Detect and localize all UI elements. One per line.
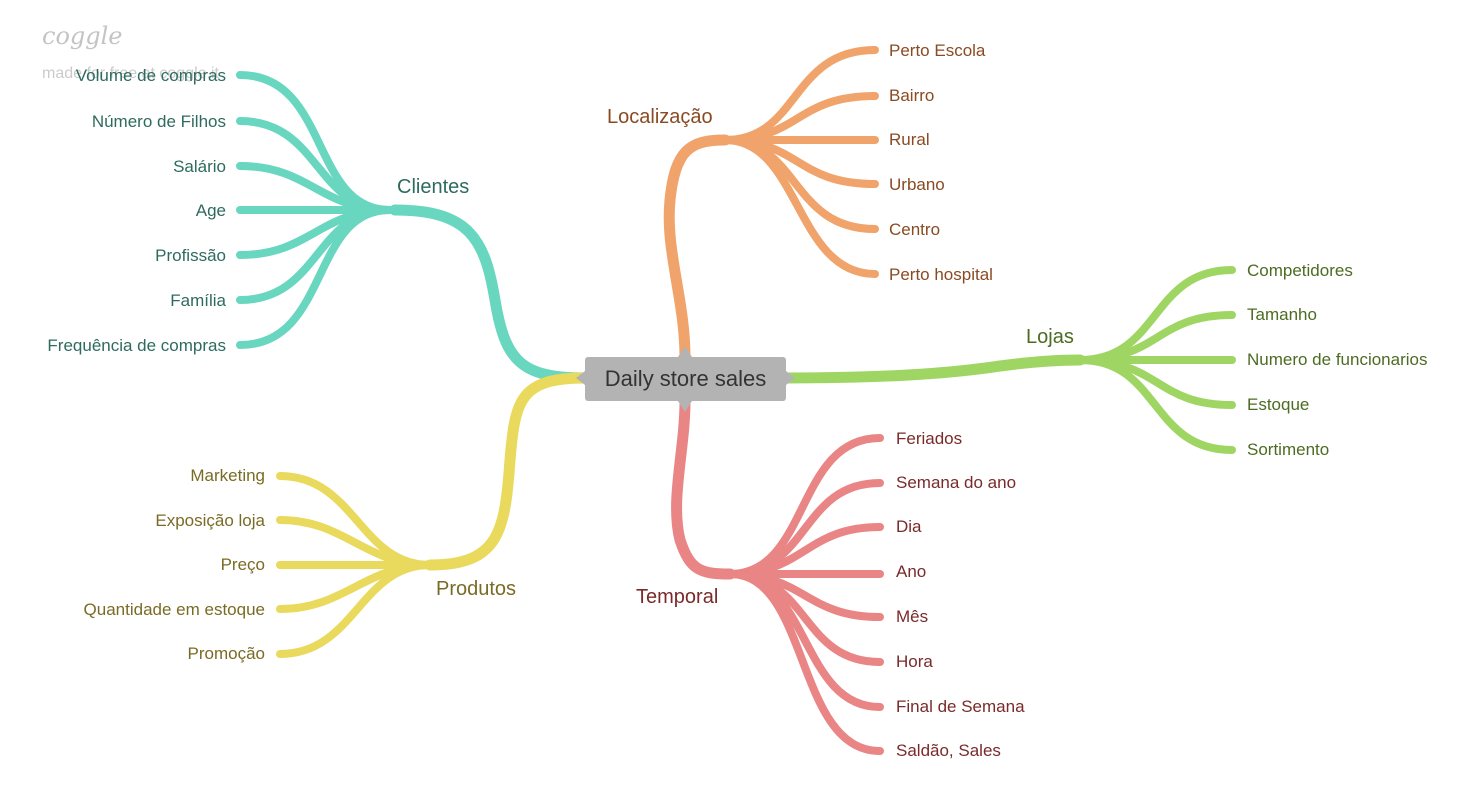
branch-localizacao[interactable]: Localização [607, 106, 713, 128]
leaf-hora[interactable]: Hora [896, 652, 933, 671]
leaf-sortimento[interactable]: Sortimento [1247, 440, 1330, 459]
localizacao-links [663, 46, 879, 363]
branch-produtos[interactable]: Produtos [436, 578, 517, 600]
leaf-frequencia-de-compras[interactable]: Frequência de compras [47, 336, 226, 355]
leaf-estoque[interactable]: Estoque [1247, 395, 1310, 414]
leaf-final-de-semana[interactable]: Final de Semana [896, 697, 1025, 716]
leaf-perto-escola[interactable]: Perto Escola [889, 41, 986, 60]
link-root-temporal [671, 395, 736, 580]
leaf-exposicao-loja[interactable]: Exposição loja [155, 511, 265, 530]
leaf-mes[interactable]: Mês [896, 607, 929, 626]
root-arrow-right [786, 371, 795, 385]
link-root-clientes [389, 204, 591, 384]
lojas-links [780, 266, 1236, 454]
leaf-salario[interactable]: Salário [173, 157, 226, 176]
link-produtos-promocao [276, 561, 434, 658]
leaf-tamanho[interactable]: Tamanho [1247, 305, 1317, 324]
link-root-produtos [424, 372, 591, 571]
leaf-feriados[interactable]: Feriados [896, 429, 963, 448]
leaf-familia[interactable]: Família [170, 291, 226, 310]
link-localizacao-perto-hospital [721, 136, 879, 278]
leaf-dia[interactable]: Dia [896, 517, 922, 536]
temporal-links [671, 395, 884, 755]
clientes-links [236, 71, 591, 384]
produtos-links [276, 372, 591, 658]
branch-temporal[interactable]: Temporal [636, 586, 719, 608]
leaf-competidores[interactable]: Competidores [1247, 261, 1353, 280]
leaf-age[interactable]: Age [195, 201, 226, 220]
leaf-preco[interactable]: Preço [220, 555, 265, 574]
leaf-numero-de-filhos[interactable]: Número de Filhos [91, 112, 226, 131]
leaf-semana-do-ano[interactable]: Semana do ano [896, 473, 1017, 492]
branch-clientes[interactable]: Clientes [397, 176, 470, 198]
leaf-marketing[interactable]: Marketing [190, 466, 265, 485]
root-arrow-left [576, 371, 585, 385]
leaf-urbano[interactable]: Urbano [889, 175, 945, 194]
leaf-promocao[interactable]: Promoção [187, 644, 265, 663]
leaf-bairro[interactable]: Bairro [889, 86, 935, 105]
leaf-rural[interactable]: Rural [889, 130, 930, 149]
leaf-volume-de-compras[interactable]: Volume de compras [75, 66, 226, 85]
leaf-saldao-sales[interactable]: Saldão, Sales [896, 741, 1001, 760]
coggle-watermark-text: made for free at coggle.it [42, 65, 219, 82]
leaf-centro[interactable]: Centro [889, 220, 941, 239]
coggle-logo: coggle [42, 22, 123, 50]
link-clientes-frequencia [236, 206, 394, 349]
root-arrow-bottom [678, 401, 692, 412]
root-arrow-top [678, 346, 692, 357]
leaf-ano[interactable]: Ano [896, 562, 927, 581]
root-node[interactable]: Daily store sales [585, 357, 786, 401]
link-root-localizacao [663, 134, 731, 363]
leaf-perto-hospital[interactable]: Perto hospital [889, 265, 993, 284]
leaf-quantidade-em-estoque[interactable]: Quantidade em estoque [83, 600, 265, 619]
leaf-profissao[interactable]: Profissão [155, 246, 226, 265]
leaf-numero-de-funcionarios[interactable]: Numero de funcionarios [1247, 350, 1428, 369]
link-temporal-saldao [726, 570, 884, 755]
branch-lojas[interactable]: Lojas [1026, 326, 1074, 348]
link-root-lojas [780, 354, 1086, 384]
link-lojas-sortimento [1076, 356, 1236, 454]
